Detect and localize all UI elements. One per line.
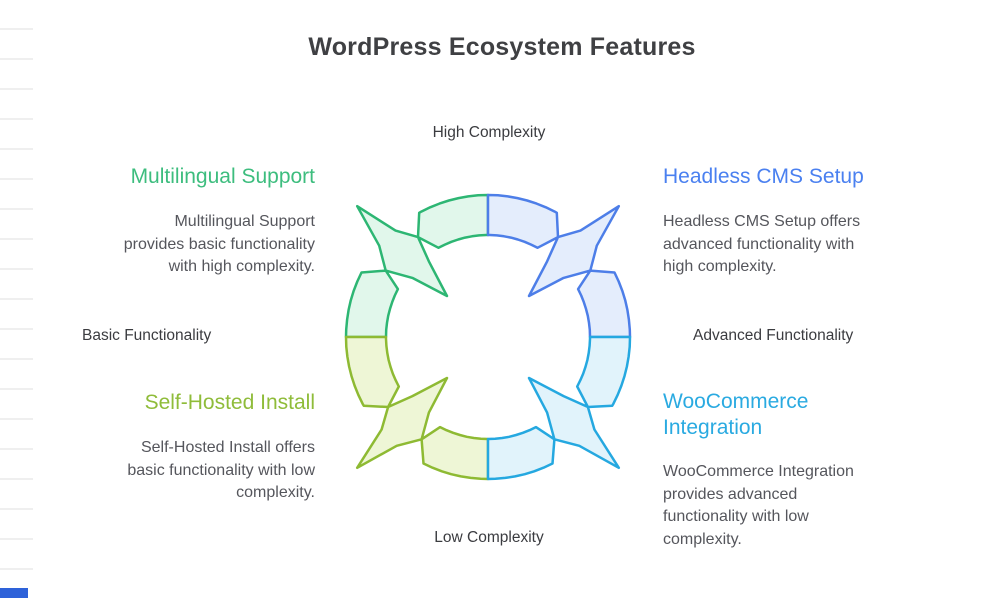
feature-description-multilingual-support: Multilingual Support provides basic func… [123,213,315,275]
quadrant-arrow-bottom-left [344,335,490,481]
quadrant-arrow-top-right [486,193,632,339]
axis-label-low-complexity: Low Complexity [434,529,544,546]
feature-description-woocommerce-integration: WooCommerce Integration provides advance… [663,463,854,548]
axis-label-advanced-functionality: Advanced Functionality [693,327,854,344]
accent-bar [0,588,28,598]
feature-description-self-hosted-install: Self-Hosted Install offers basic functio… [127,439,315,501]
ruled-lines-left-edge [0,0,33,598]
quadrant-arrow-bottom-right [486,335,632,481]
feature-title-woocommerce-integration: WooCommerce Integration [663,390,809,439]
quadrant-arrow-top-left [344,193,490,339]
axis-label-basic-functionality: Basic Functionality [82,327,212,344]
feature-title-headless-cms-setup: Headless CMS Setup [663,165,864,188]
feature-description-headless-cms-setup: Headless CMS Setup offers advanced funct… [663,213,861,275]
page-title: WordPress Ecosystem Features [308,33,696,61]
feature-title-multilingual-support: Multilingual Support [130,165,315,188]
axis-label-high-complexity: High Complexity [432,124,546,141]
feature-title-self-hosted-install: Self-Hosted Install [144,391,315,414]
